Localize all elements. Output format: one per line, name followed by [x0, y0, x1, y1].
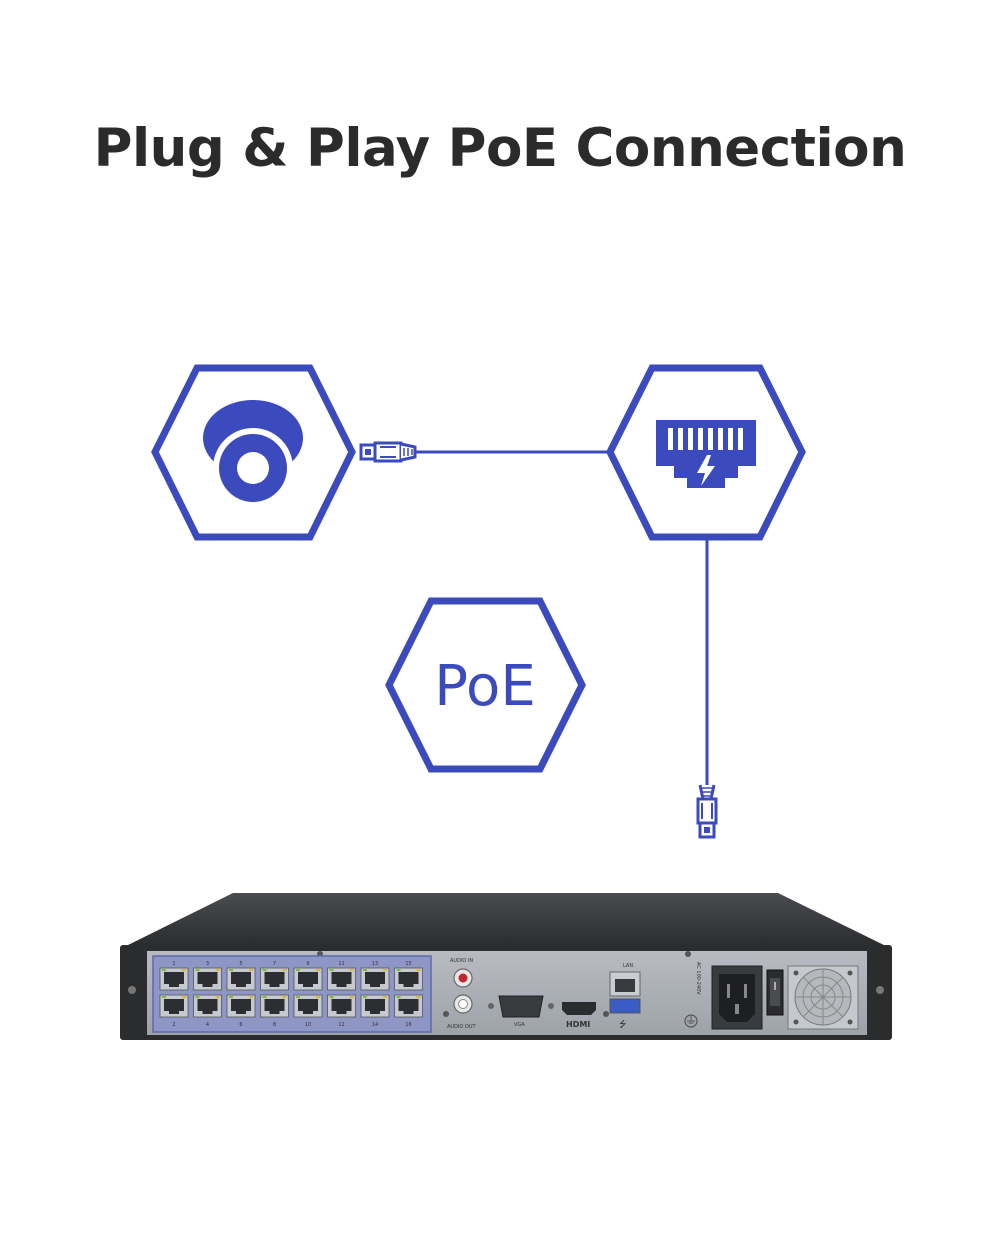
usb-port[interactable] — [609, 998, 641, 1014]
vga-port[interactable]: VGA — [488, 995, 554, 1028]
poe-port-11[interactable]: 11 — [327, 961, 356, 991]
power-switch[interactable] — [766, 969, 784, 1016]
ground-icon — [684, 1014, 698, 1028]
screw-icon — [128, 986, 136, 994]
audio-out-label: AUDIO OUT — [447, 1024, 477, 1030]
poe-switch-hexagon — [606, 364, 806, 541]
port-number-label: 6 — [239, 1022, 242, 1028]
poe-port-2[interactable]: 2 — [159, 994, 189, 1028]
poe-port-3[interactable]: 3 — [193, 961, 222, 991]
poe-port-5[interactable]: 5 — [226, 961, 256, 991]
screw-icon — [685, 951, 691, 957]
screw-icon — [603, 1011, 609, 1017]
screw-icon — [443, 1011, 449, 1017]
port-number-label: 5 — [239, 961, 242, 967]
poe-port-16[interactable]: 16 — [394, 994, 423, 1028]
ethernet-port-lightning-icon — [656, 420, 756, 488]
port-number-label: 14 — [372, 1022, 378, 1028]
poe-port-14[interactable]: 14 — [360, 994, 390, 1028]
rj45-connector-vertical-icon — [696, 784, 718, 839]
poe-port-1[interactable]: 1 — [159, 961, 189, 991]
lan-usb-ports: LAN ⭍ — [609, 963, 641, 1030]
nvr-top-cover — [122, 893, 890, 948]
port-number-label: 15 — [405, 961, 411, 967]
connection-lines — [415, 450, 709, 785]
power-inlet[interactable] — [711, 965, 763, 1030]
vga-label: VGA — [514, 1022, 525, 1028]
port-number-label: 4 — [206, 1022, 209, 1028]
port-number-label: 10 — [305, 1022, 311, 1028]
hdmi-port[interactable]: HDMI — [562, 1002, 596, 1029]
port-number-label: 16 — [405, 1022, 411, 1028]
lan-label: LAN — [623, 963, 633, 969]
fan-grille-icon — [787, 965, 859, 1030]
camera-hexagon — [151, 364, 356, 541]
audio-in-label: AUDIO IN — [450, 958, 473, 964]
dome-camera-icon — [203, 400, 303, 508]
poe-badge-hexagon: PoE — [385, 597, 586, 773]
port-number-label: 13 — [372, 961, 378, 967]
port-number-label: 1 — [172, 961, 175, 967]
usb-icon: ⭍ — [619, 1019, 627, 1030]
poe-port-4[interactable]: 4 — [193, 994, 222, 1028]
rj45-connector-horizontal-icon — [359, 441, 417, 463]
poe-port-9[interactable]: 9 — [293, 961, 323, 991]
port-number-label: 2 — [172, 1022, 175, 1028]
power-rating-label: AC 100-240V — [695, 962, 701, 995]
poe-port-12[interactable]: 12 — [327, 994, 356, 1028]
port-number-label: 11 — [338, 961, 344, 967]
port-number-label: 9 — [306, 961, 309, 967]
poe-port-10[interactable]: 10 — [293, 994, 323, 1028]
page-title: Plug & Play PoE Connection — [93, 118, 907, 179]
poe-port-8[interactable]: 8 — [260, 994, 289, 1028]
port-number-label: 3 — [206, 961, 209, 967]
screw-icon — [876, 986, 884, 994]
hdmi-label: HDMI — [566, 1020, 590, 1029]
poe-badge-label: PoE — [434, 654, 535, 719]
port-number-label: 7 — [273, 961, 276, 967]
poe-port-13[interactable]: 13 — [360, 961, 390, 991]
poe-port-15[interactable]: 15 — [394, 961, 423, 991]
port-number-label: 12 — [338, 1022, 344, 1028]
poe-port-7[interactable]: 7 — [260, 961, 289, 991]
poe-port-6[interactable]: 6 — [226, 994, 256, 1028]
audio-ports: AUDIO IN AUDIO OUT — [447, 958, 477, 1030]
port-number-label: 8 — [273, 1022, 276, 1028]
